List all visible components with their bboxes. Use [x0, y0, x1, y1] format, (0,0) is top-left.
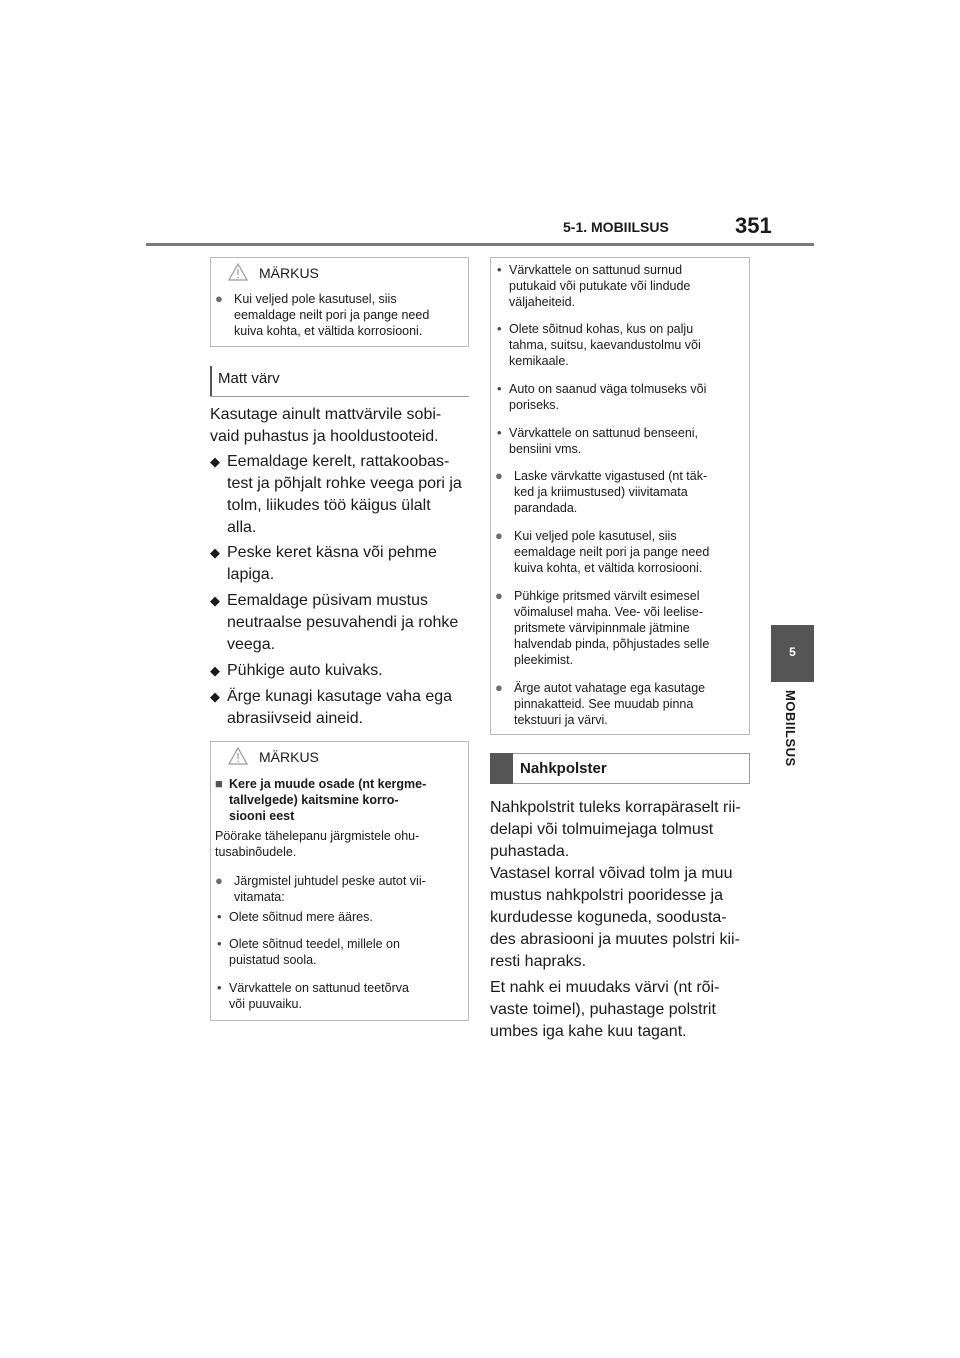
diamond-bullet-icon: ◆ — [210, 689, 220, 704]
dash-bullet-icon: • — [497, 381, 502, 396]
notice-intro: Pöörake tähelepanu järgmistele ohu- tusa… — [215, 829, 420, 859]
chapter-tab — [771, 625, 814, 682]
heading-rule — [210, 396, 469, 397]
notice-title: MÄRKUS — [259, 265, 319, 281]
list-item-text: Eemaldage püsivam mustus neutraalse pesu… — [227, 592, 459, 653]
warning-icon — [228, 747, 248, 765]
notice-bullet-text: Laske värvkatte vigastused (nt täk- ked … — [514, 469, 708, 515]
bullet-icon: ● — [495, 588, 503, 603]
dash-item-text: Värvkattele on sattunud surnud putukaid … — [509, 263, 691, 309]
notice-bullet-text: Ärge autot vahatage ega kasutage pinnaka… — [514, 681, 706, 727]
notice-subheading-text: Kere ja muude osade (nt kergme- tallvelg… — [229, 777, 427, 823]
bullet-icon: ● — [495, 468, 503, 483]
notice-box: MÄRKUS ● Kui veljed pole kasutusel, siis… — [210, 257, 469, 347]
heading-bar — [210, 366, 212, 396]
dash-bullet-icon: • — [217, 980, 222, 995]
dash-item-text: Värvkattele on sattunud teetõrva või puu… — [229, 981, 409, 1011]
dash-bullet-icon: • — [217, 909, 222, 924]
dash-bullet-icon: • — [497, 321, 502, 336]
dash-item-text: Värvkattele on sattunud benseeni, bensii… — [509, 426, 699, 456]
square-bullet-icon: ■ — [215, 776, 223, 791]
diamond-bullet-icon: ◆ — [210, 663, 220, 678]
notice-bullet-text: Kui veljed pole kasutusel, siis eemaldag… — [514, 529, 710, 575]
bullet-icon: ● — [495, 528, 503, 543]
bullet-icon: ● — [215, 291, 223, 306]
diamond-bullet-icon: ◆ — [210, 454, 220, 469]
notice-bullet-text: Kui veljed pole kasutusel, siis eemaldag… — [234, 292, 430, 338]
section-title: 5-1. MOBIILSUS — [563, 219, 669, 235]
heading-bar — [490, 753, 513, 784]
warning-icon — [228, 263, 248, 281]
notice-title: MÄRKUS — [259, 749, 319, 765]
notice-bullet-text: Pühkige pritsmed värvilt esimesel võimal… — [514, 589, 710, 667]
diamond-bullet-icon: ◆ — [210, 545, 220, 560]
notice-bullet-text: Järgmistel juhtudel peske autot vii- vit… — [234, 874, 426, 904]
section-heading-matt: Matt värv — [218, 370, 280, 387]
dash-item-text: Olete sõitnud mere ääres. — [229, 910, 373, 924]
chapter-label: MOBIILSUS — [783, 690, 798, 767]
diamond-bullet-icon: ◆ — [210, 593, 220, 608]
dash-item-text: Olete sõitnud kohas, kus on palju tahma,… — [509, 322, 701, 368]
bullet-icon: ● — [495, 680, 503, 695]
notice-box-continued: • Värvkattele on sattunud surnud putukai… — [490, 257, 750, 735]
list-item-text: Ärge kunagi kasutage vaha ega abrasiivse… — [227, 688, 453, 727]
list-item-text: Peske keret käsna või pehme lapiga. — [227, 544, 437, 583]
chapter-number: 5 — [789, 645, 796, 659]
dash-item-text: Auto on saanud väga tolmuseks või porise… — [509, 382, 707, 412]
dash-item-text: Olete sõitnud teedel, millele on puistat… — [229, 937, 400, 967]
matt-intro: Kasutage ainult mattvärvile sobi- vaid p… — [210, 406, 442, 445]
dash-bullet-icon: • — [497, 425, 502, 440]
paragraph: Nahkpolstrit tuleks korrapäraselt rii- d… — [490, 799, 741, 860]
list-item-text: Eemaldage kerelt, rattakoobas- test ja p… — [227, 453, 462, 536]
section-heading-nahkpolster: Nahkpolster — [520, 760, 607, 777]
paragraph: Vastasel korral võivad tolm ja muu mustu… — [490, 865, 740, 970]
page-number: 351 — [735, 213, 772, 238]
notice-box: MÄRKUS ■ Kere ja muude osade (nt kergme-… — [210, 741, 469, 1021]
bullet-icon: ● — [215, 873, 223, 888]
header-rule — [146, 243, 814, 246]
paragraph: Et nahk ei muudaks värvi (nt rõi- vaste … — [490, 979, 720, 1040]
dash-bullet-icon: • — [497, 262, 502, 277]
dash-bullet-icon: • — [217, 936, 222, 951]
list-item-text: Pühkige auto kuivaks. — [227, 662, 383, 679]
